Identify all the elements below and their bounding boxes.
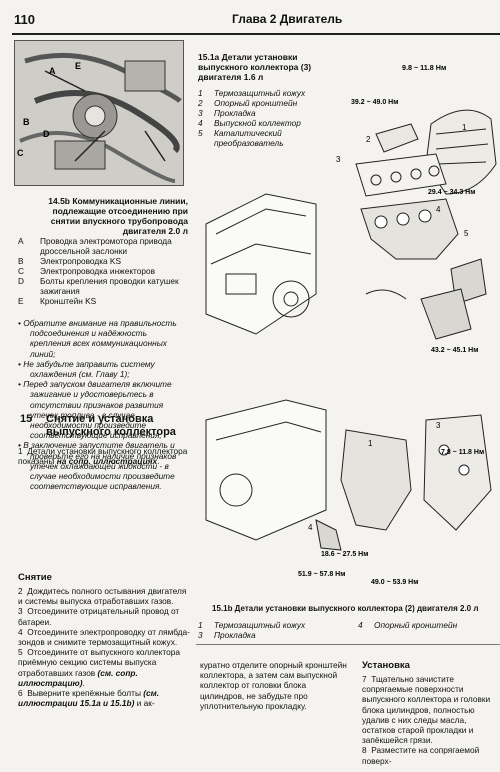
callout-1: 1 (462, 123, 467, 132)
step-item: 4 Отсоедините электропроводку от лямбда-… (18, 626, 190, 648)
fig-151a-diagram: 1 2 3 4 5 9.8 ~ 11.8 Нм 39.2 ~ 49.0 Нм 2… (205, 63, 497, 354)
torque-label: 29.4 ~ 34.3 Нм (428, 189, 475, 196)
gasket-drawing (355, 153, 447, 197)
step-item: 3 Отсоедините отрицательный провод от ба… (18, 606, 180, 627)
catalytic-converter-drawing (365, 258, 487, 340)
heat-shield-drawing (425, 109, 497, 195)
photo-label-d: D (43, 129, 50, 139)
fig-151b-caption: 15.1b Детали установки выпускного коллек… (212, 604, 479, 613)
page-number: 110 (14, 12, 35, 27)
photo-label-a: A (49, 66, 56, 76)
torque-label: 18.6 ~ 27.5 Нм (321, 551, 368, 558)
bullet-item: • Перед запуском двигателя включите зажи… (18, 379, 172, 441)
bullet-item: • Обратите внимание на правильность подс… (18, 318, 177, 359)
engine-block-drawing (205, 399, 327, 541)
continuation-paragraph: куратно отделите опорный кронштейн колле… (200, 660, 347, 711)
removal-steps: 2 Дождитесь полного остывания двигателя … (18, 586, 192, 708)
fig-151b-diagram: 1 3 4 7.8 ~ 11.8 Нм 18.6 ~ 27.5 Нм 51.9 … (205, 399, 492, 586)
removal-heading: Снятие (18, 572, 52, 583)
installation-heading: Установка (362, 660, 410, 671)
callout-5: 5 (464, 229, 469, 238)
step-item: 6 Выверните крепёжные болты (см. иллюстр… (18, 688, 160, 709)
step-item: 5 Отсоедините от выпускного коллектора п… (18, 647, 180, 688)
step-item: 2 Дождитесь полного остывания двигателя … (18, 586, 187, 607)
heat-shield-drawing (423, 414, 492, 531)
fig-151a-title: 15.1a Детали установки выпускного коллек… (198, 52, 312, 82)
callout-4: 4 (308, 523, 313, 532)
torque-label: 7.8 ~ 11.8 Нм (441, 449, 484, 456)
callout-3: 3 (436, 421, 441, 430)
bullet-list: • Обратите внимание на правильность подс… (18, 318, 188, 491)
manifold-drawing (360, 198, 459, 260)
installation-steps: 7 Тщательно зачистите сопрягаемые поверх… (362, 674, 498, 770)
photo-label-e: E (75, 61, 81, 71)
torque-label: 49.0 ~ 53.9 Нм (371, 579, 418, 586)
engine-photo: A B C D E (14, 40, 184, 186)
bullet-item: • В заключение запустите двигатель и про… (18, 440, 177, 492)
photo-label-c: C (17, 148, 24, 158)
callout-3: 3 (336, 155, 341, 164)
header-rule (12, 33, 500, 35)
section-heading: 15 Снятие и установка выпускного коллект… (20, 413, 176, 438)
torque-label: 51.9 ~ 57.8 Нм (298, 571, 345, 578)
torque-label: 9.8 ~ 11.8 Нм (402, 63, 446, 72)
photo-label-b: B (23, 117, 30, 127)
fig-145b-caption: 14.5b Коммуникационные линии, подлежащие… (48, 196, 188, 236)
callout-2: 2 (366, 135, 371, 144)
manifold-drawing (340, 429, 412, 531)
figure-rule (196, 644, 500, 645)
bullet-item: • Не забудьте заправить систему охлажден… (18, 358, 155, 380)
callout-1: 1 (368, 439, 373, 448)
engine-block-drawing (205, 193, 317, 335)
bracket-drawing (315, 519, 342, 551)
engine-photo-illustration: A B C D E (15, 41, 183, 185)
torque-label: 39.2 ~ 49.0 Нм (351, 99, 398, 106)
callout-4: 4 (436, 205, 441, 214)
bracket-drawing (375, 123, 419, 153)
step-item: 8 Разместите на сопрягаемой поверх- (362, 745, 480, 766)
chapter-title: Глава 2 Двигатель (232, 12, 343, 26)
step-item: 7 Тщательно зачистите сопрягаемые поверх… (362, 674, 491, 746)
intro-paragraph: 1 Детали установки выпускного коллектора… (18, 446, 188, 467)
torque-label: 43.2 ~ 45.1 Нм (431, 347, 478, 354)
